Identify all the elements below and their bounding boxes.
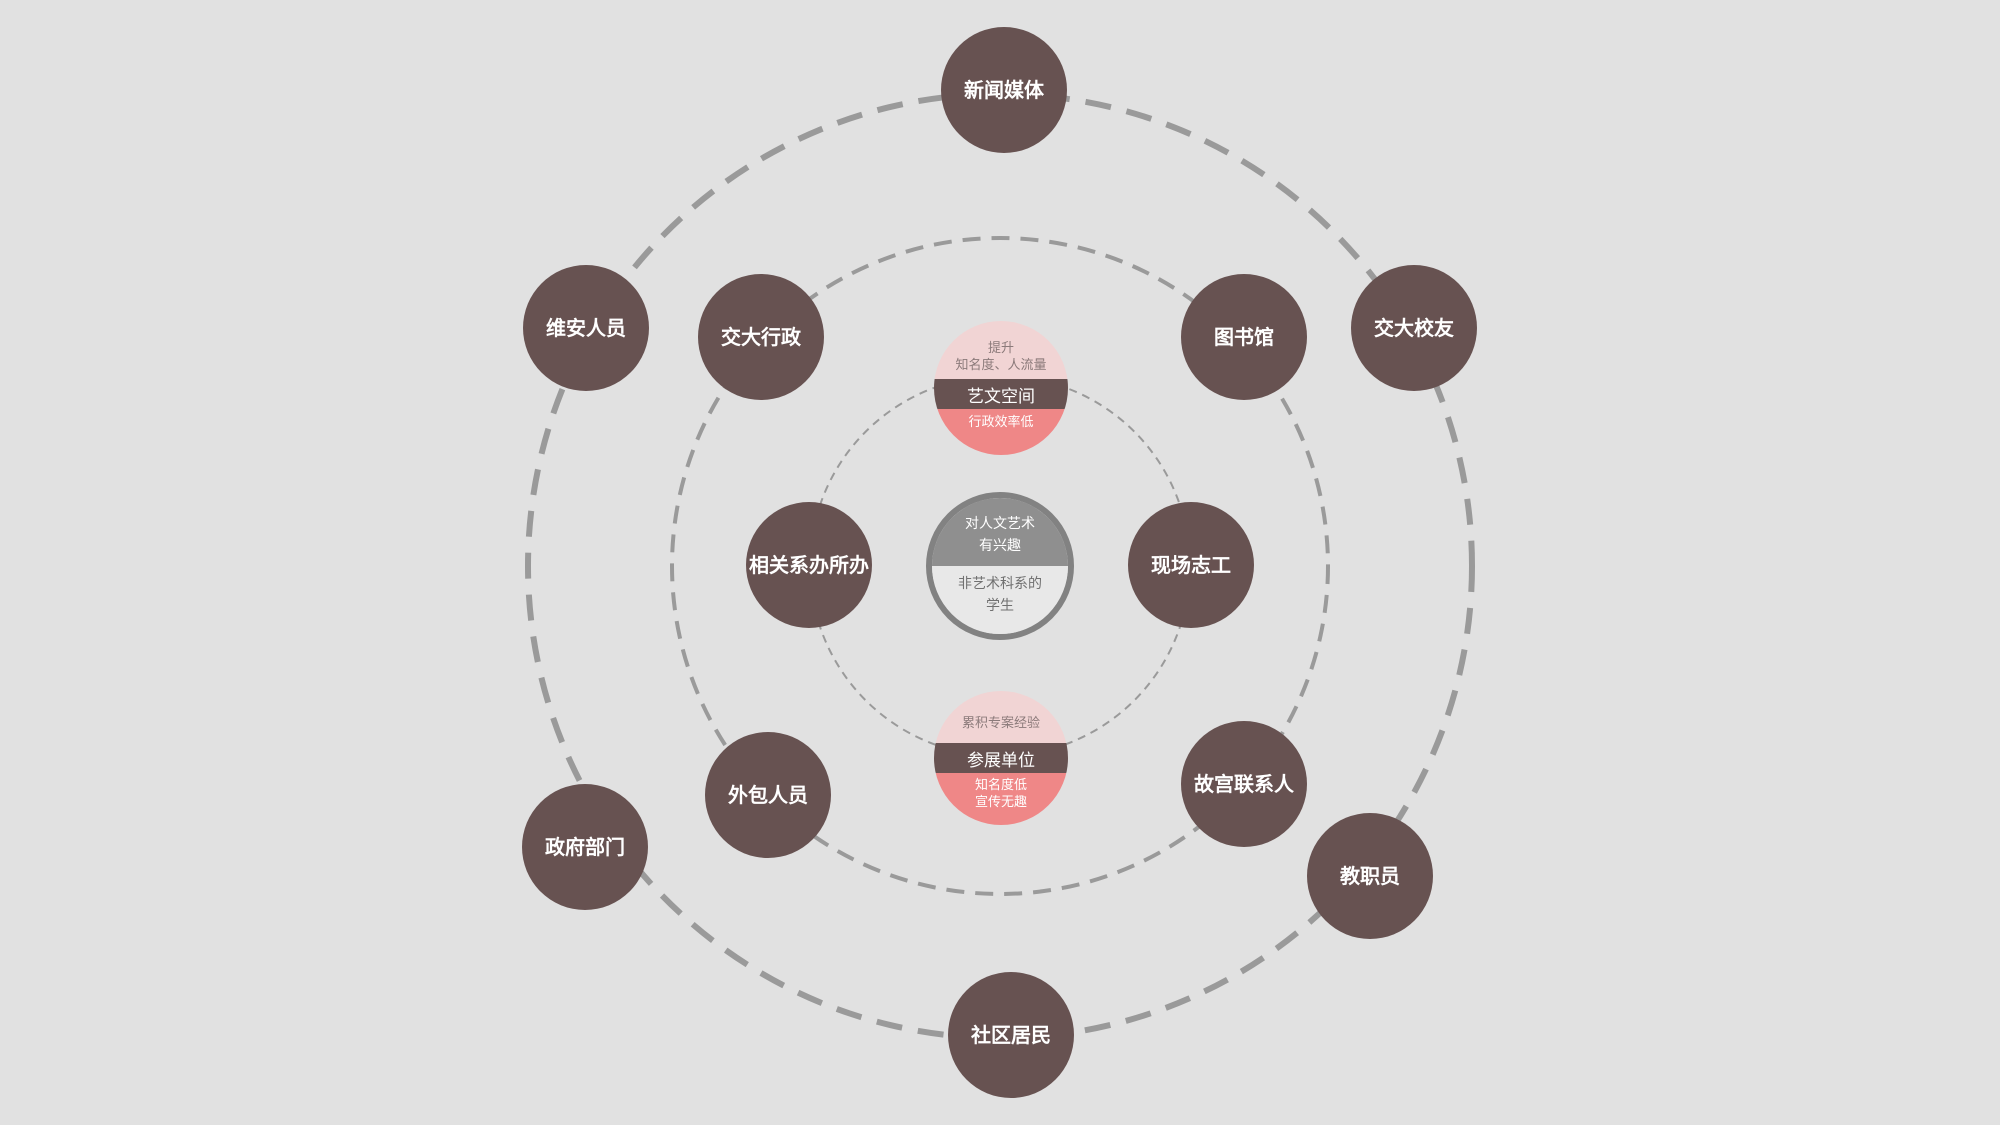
- node-outsourced[interactable]: 外包人员: [705, 732, 831, 858]
- node-label: 维安人员: [546, 316, 626, 340]
- node-label: 教职员: [1340, 864, 1400, 888]
- split-name: 参展单位: [934, 743, 1068, 773]
- node-label: 相关系办所办: [749, 553, 869, 577]
- node-label: 外包人员: [728, 783, 808, 807]
- middle-ring: [670, 236, 1330, 896]
- node-security[interactable]: 维安人员: [523, 265, 649, 391]
- node-alumni[interactable]: 交大校友: [1351, 265, 1477, 391]
- node-residents[interactable]: 社区居民: [948, 972, 1074, 1098]
- node-label: 故宫联系人: [1194, 772, 1294, 796]
- node-label: 现场志工: [1151, 553, 1231, 577]
- node-library[interactable]: 图书馆: [1181, 274, 1307, 400]
- node-palace-contact[interactable]: 故宫联系人: [1181, 721, 1307, 847]
- node-dept-office[interactable]: 相关系办所办: [746, 502, 872, 628]
- node-label: 政府部门: [545, 835, 625, 859]
- node-government[interactable]: 政府部门: [522, 784, 648, 910]
- core-target-audience[interactable]: 对人文艺术 有兴趣 非艺术科系的 学生: [926, 492, 1074, 640]
- split-name: 艺文空间: [934, 379, 1068, 409]
- node-label: 交大校友: [1374, 316, 1454, 340]
- node-volunteers[interactable]: 现场志工: [1128, 502, 1254, 628]
- node-staff[interactable]: 教职员: [1307, 813, 1433, 939]
- node-label: 社区居民: [971, 1023, 1051, 1047]
- node-label: 图书馆: [1214, 325, 1274, 349]
- node-news-media[interactable]: 新闻媒体: [941, 27, 1067, 153]
- split-node-art-space[interactable]: 提升 知名度、人流量 艺文空间 行政效率低: [934, 321, 1068, 455]
- node-label: 交大行政: [721, 325, 801, 349]
- node-label: 新闻媒体: [964, 78, 1044, 102]
- outer-ring: [525, 91, 1475, 1041]
- node-admin[interactable]: 交大行政: [698, 274, 824, 400]
- split-node-exhibitors[interactable]: 累积专案经验 参展单位 知名度低 宣传无趣: [934, 691, 1068, 825]
